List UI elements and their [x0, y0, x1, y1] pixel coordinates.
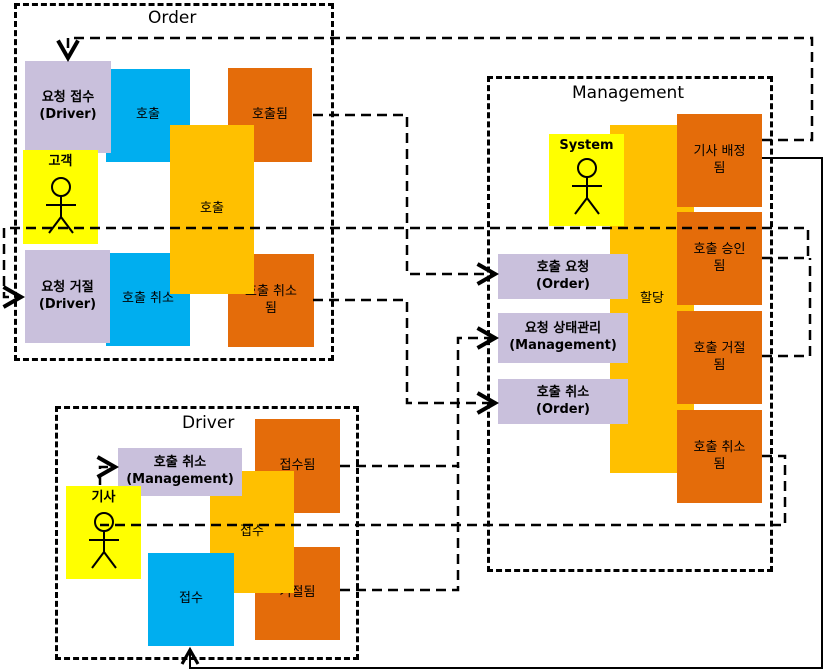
order-call-aggregate[interactable]: 호출: [170, 125, 254, 294]
management-policy-status-label: 요청 상태관리 (Management): [509, 321, 617, 353]
order-context-boundary: [14, 3, 334, 361]
management-assigned-event[interactable]: 기사 배정 됨: [677, 114, 762, 207]
driver-policy-cancel-label: 호출 취소 (Management): [126, 455, 234, 487]
order-policy-reject-label: 요청 거절 (Driver): [38, 279, 97, 312]
management-actor-system-label: System: [559, 138, 614, 153]
driver-context-title: Driver: [182, 413, 235, 433]
stick-figure-icon: [89, 512, 119, 569]
management-policy-cancel[interactable]: 호출 취소 (Order): [498, 379, 628, 424]
driver-accepted-event-label: 접수됨: [279, 457, 316, 473]
order-call-command-label: 호출: [136, 107, 160, 123]
driver-accept-aggregate-label: 접수: [240, 523, 264, 539]
management-assigned-event-label: 기사 배정 됨: [693, 143, 746, 176]
management-rejected-event-label: 호출 거절 됨: [693, 340, 746, 373]
management-policy-cancel-label: 호출 취소 (Order): [536, 384, 590, 417]
management-policy-call-request[interactable]: 호출 요청 (Order): [498, 254, 628, 299]
driver-accept-command-label: 접수: [179, 591, 203, 607]
management-context-title: Management: [572, 83, 684, 103]
management-context-boundary: [487, 76, 773, 572]
connector-approved-to-reject-policy: [2, 226, 810, 309]
management-policy-call-request-label: 호출 요청 (Order): [536, 259, 590, 292]
connector-assigned-to-driver-accept: [180, 157, 823, 669]
management-actor-system[interactable]: System: [549, 134, 624, 226]
driver-accept-command[interactable]: 접수: [148, 553, 234, 646]
connector-assigned-to-accept-policy: [56, 36, 814, 142]
management-cancelled-event-label: 호출 취소 됨: [693, 439, 746, 472]
stick-figure-icon: [572, 158, 602, 215]
order-call-aggregate-label: 호출: [200, 201, 224, 217]
connector-mgmt-cancelled-to-driver: [100, 454, 787, 527]
management-cancelled-event[interactable]: 호출 취소 됨: [677, 410, 762, 503]
driver-actor-driver-label: 기사: [91, 490, 116, 505]
connector-actor-to-driver-policy: [96, 455, 120, 485]
order-called-event-label: 호출됨: [252, 106, 288, 122]
connector-accepted-to-status-policy: [340, 326, 500, 468]
connector-cancelled-to-cancel-policy: [313, 298, 500, 415]
order-policy-accept-label: 요청 접수 (Driver): [39, 90, 97, 122]
connector-rejected-loop: [762, 258, 812, 358]
management-policy-status[interactable]: 요청 상태관리 (Management): [498, 313, 628, 363]
order-policy-reject[interactable]: 요청 거절 (Driver): [25, 250, 110, 343]
order-actor-customer-label: 고객: [48, 154, 73, 169]
management-approved-event-label: 호출 승인 됨: [693, 241, 746, 274]
management-assign-aggregate-label: 할당: [640, 290, 664, 306]
connector-called-to-call-request: [313, 113, 500, 286]
order-cancel-command-label: 호출 취소: [122, 291, 174, 307]
order-policy-accept[interactable]: 요청 접수 (Driver): [25, 61, 111, 153]
order-context-title: Order: [148, 8, 197, 28]
driver-actor-driver[interactable]: 기사: [66, 486, 141, 579]
stick-figure-icon: [46, 177, 76, 234]
driver-context-boundary: [55, 406, 359, 660]
connector-rejected-to-status-line: [340, 466, 460, 592]
management-rejected-event[interactable]: 호출 거절 됨: [677, 311, 762, 404]
